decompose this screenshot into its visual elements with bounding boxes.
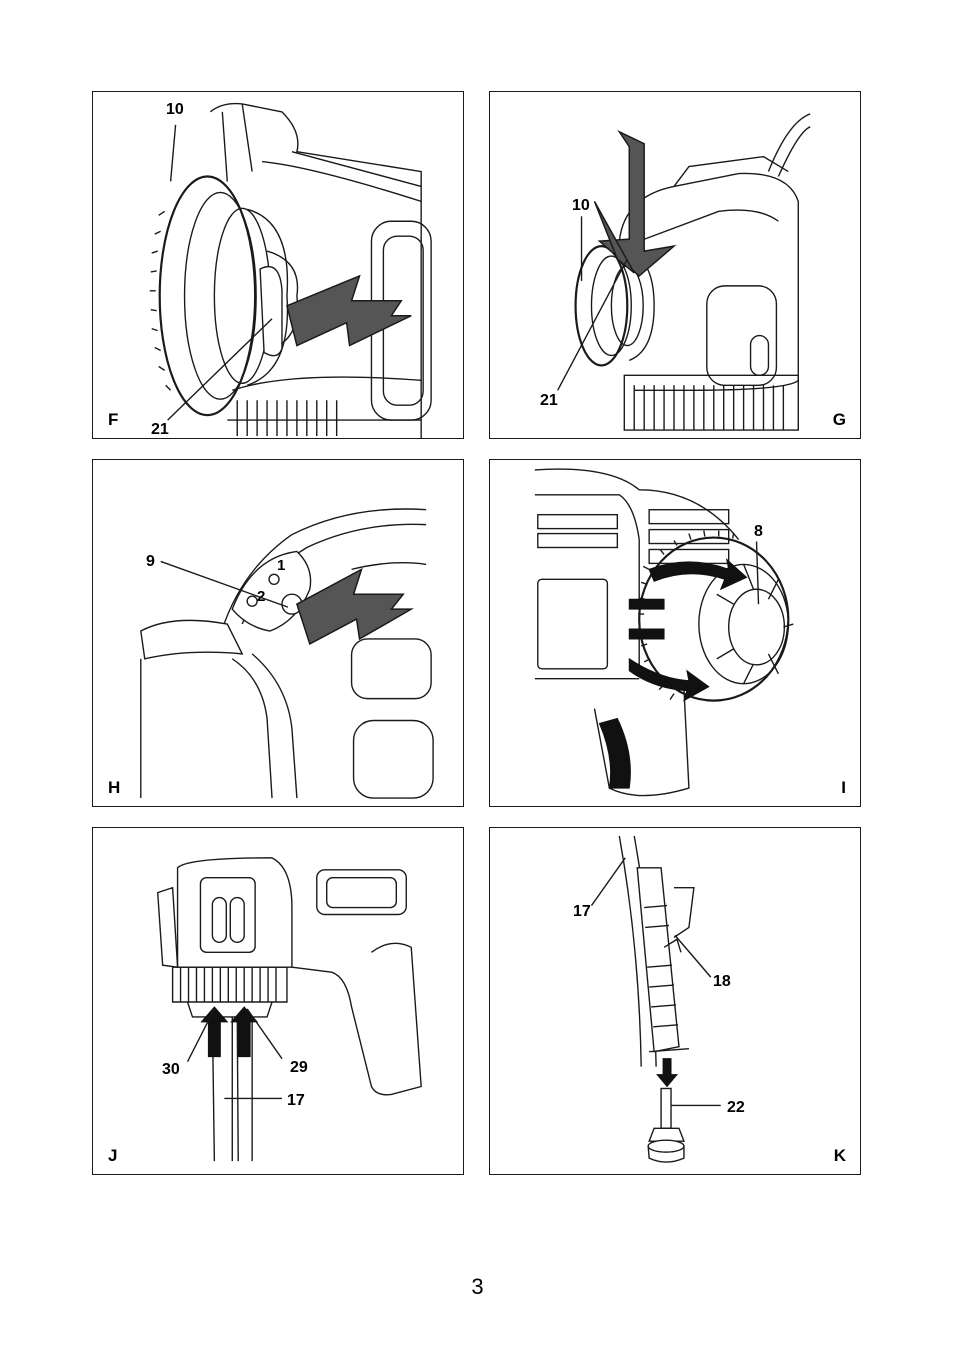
callout-22: 22 [727, 1099, 745, 1116]
figure-g: 10 21 G [489, 91, 861, 439]
figure-j-illustration [156, 857, 422, 1162]
figure-j: 30 29 17 J [92, 827, 464, 1175]
figure-letter: K [833, 1146, 846, 1165]
figure-letter: H [108, 778, 121, 797]
figure-g-illustration [557, 113, 811, 431]
figure-f-illustration [149, 102, 432, 438]
figure-k: 17 18 22 K [489, 827, 861, 1175]
switch-label-2: 2 [257, 588, 266, 605]
callout-8: 8 [754, 523, 763, 540]
figure-letter: G [832, 410, 846, 429]
figure-k-illustration [590, 835, 721, 1163]
callout-9: 9 [146, 553, 155, 570]
figure-h: 9 1 2 H [92, 459, 464, 807]
callout-29: 29 [290, 1059, 308, 1076]
callout-10: 10 [166, 101, 184, 118]
callout-17: 17 [287, 1092, 305, 1109]
switch-label-1: 1 [277, 557, 286, 574]
figure-letter: I [841, 778, 846, 797]
callout-21: 21 [151, 421, 169, 438]
figure-letter: J [108, 1146, 118, 1165]
figure-h-illustration [140, 508, 434, 799]
figure-f: 10 21 F [92, 91, 464, 439]
callout-18: 18 [713, 973, 731, 990]
figure-i: 8 I [489, 459, 861, 807]
callout-10: 10 [572, 197, 590, 214]
figure-i-illustration [534, 468, 794, 797]
figure-letter: F [108, 410, 119, 429]
callout-21: 21 [540, 392, 558, 409]
callout-30: 30 [162, 1061, 180, 1078]
page-number: 3 [471, 1274, 484, 1299]
callout-17: 17 [573, 903, 591, 920]
